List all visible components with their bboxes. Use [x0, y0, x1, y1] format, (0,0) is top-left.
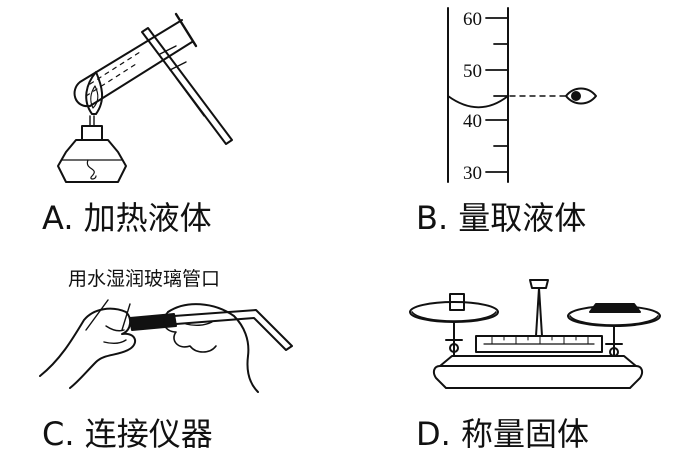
- test-tube-holder: [141, 27, 233, 145]
- panel-c-caption: C. 连接仪器: [42, 418, 213, 450]
- solid-sample-icon: [589, 303, 641, 313]
- balance-beam: [475, 335, 603, 353]
- panel-letter: B.: [416, 199, 449, 237]
- panel-letter: C.: [42, 415, 75, 453]
- weight-icon: [449, 293, 465, 311]
- panel-letter: D.: [416, 415, 451, 453]
- right-hand: [163, 303, 259, 393]
- left-hand: [39, 307, 137, 389]
- panel-d-drawing: [409, 279, 661, 389]
- right-pan: [567, 303, 661, 357]
- cylinder-scale-labels: 60 50 40 30: [463, 9, 482, 184]
- panel-a-caption: A. 加热液体: [42, 202, 212, 234]
- panel-c-drawing: [39, 299, 293, 393]
- balance-base: [432, 355, 644, 389]
- graduated-cylinder: [447, 7, 509, 183]
- eye-icon: [565, 87, 597, 105]
- panel-caption-text: 连接仪器: [84, 415, 213, 453]
- test-tube: [73, 12, 198, 108]
- alcohol-lamp: [57, 115, 127, 183]
- panel-a-drawing: [57, 12, 233, 183]
- balance-pointer: [529, 279, 549, 337]
- tick-label: 60: [463, 9, 482, 30]
- panel-c-note: 用水湿润玻璃管口: [68, 268, 221, 290]
- note-pointer: [85, 299, 131, 331]
- panel-b-caption: B. 量取液体: [416, 202, 586, 234]
- glass-tube: [129, 309, 293, 351]
- panel-d-caption: D. 称量固体: [416, 418, 589, 450]
- panel-caption-text: 称量固体: [460, 415, 589, 453]
- panel-caption-text: 量取液体: [458, 199, 587, 237]
- tick-label: 50: [463, 61, 482, 82]
- panel-letter: A.: [42, 199, 74, 237]
- tick-label: 30: [463, 163, 482, 184]
- tick-label: 40: [463, 111, 482, 132]
- panel-b-drawing: 60 50 40 30: [447, 7, 597, 184]
- left-pan: [409, 293, 499, 357]
- panel-caption-text: 加热液体: [83, 199, 212, 237]
